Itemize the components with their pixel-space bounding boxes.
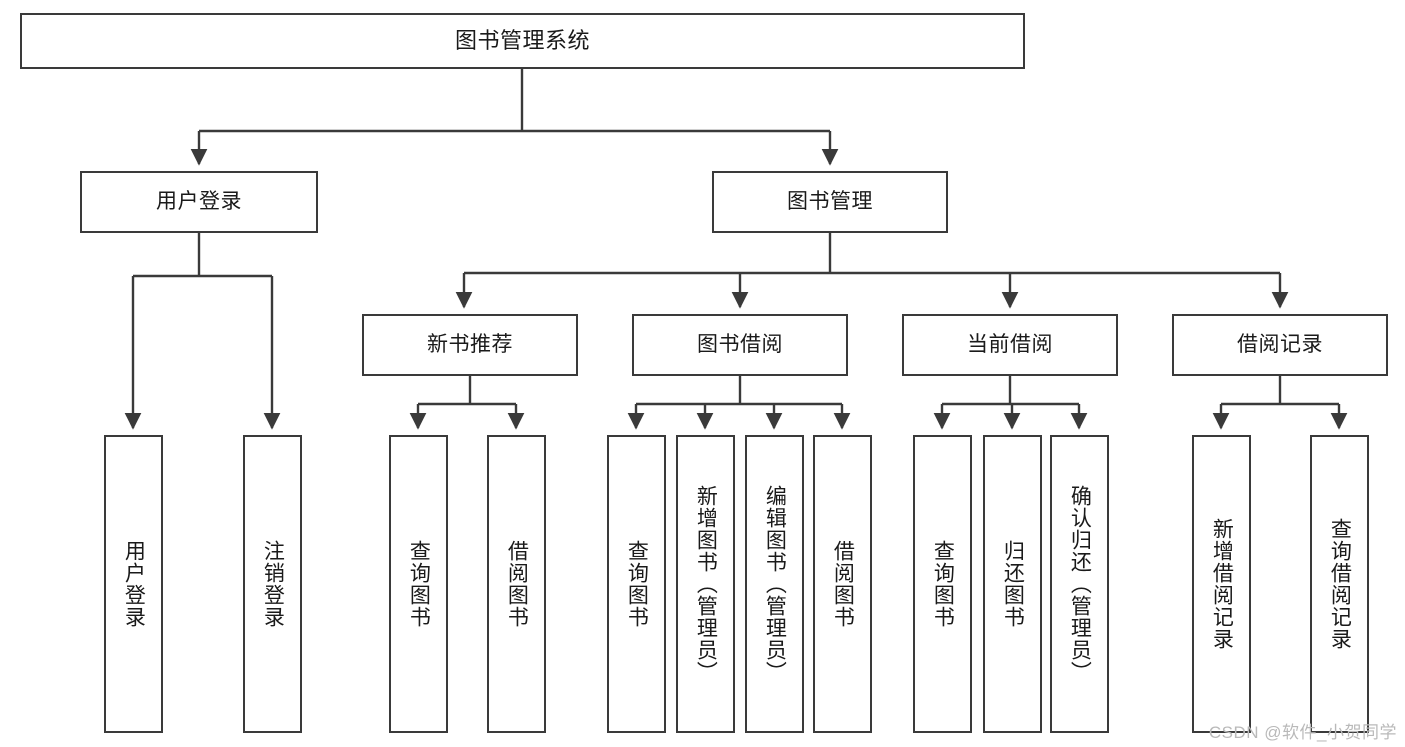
leaf-logout-login[interactable]: 注销登录: [243, 435, 302, 733]
leaf-query-book-current[interactable]: 查询图书: [913, 435, 972, 733]
leaf-return-book[interactable]: 归还图书: [983, 435, 1042, 733]
leaf-borrow-book[interactable]: 借阅图书: [813, 435, 872, 733]
node-book-borrow[interactable]: 图书借阅: [632, 314, 848, 376]
leaf-query-book-recommend[interactable]: 查询图书: [389, 435, 448, 733]
leaf-add-borrow-record[interactable]: 新增借阅记录: [1192, 435, 1251, 733]
leaf-user-login[interactable]: 用户登录: [104, 435, 163, 733]
leaf-confirm-return-admin[interactable]: 确认归还（管理员）: [1050, 435, 1109, 733]
leaf-query-borrow-record[interactable]: 查询借阅记录: [1310, 435, 1369, 733]
leaf-query-book-borrow[interactable]: 查询图书: [607, 435, 666, 733]
leaf-edit-book-admin[interactable]: 编辑图书（管理员）: [745, 435, 804, 733]
leaf-borrow-book-recommend[interactable]: 借阅图书: [487, 435, 546, 733]
node-borrow-record[interactable]: 借阅记录: [1172, 314, 1388, 376]
node-current-borrow[interactable]: 当前借阅: [902, 314, 1118, 376]
node-new-book-recommend[interactable]: 新书推荐: [362, 314, 578, 376]
csdn-watermark: CSDN @软件_小贺同学: [1208, 723, 1397, 742]
node-root[interactable]: 图书管理系统: [20, 13, 1025, 69]
node-user-login[interactable]: 用户登录: [80, 171, 318, 233]
leaf-add-book-admin[interactable]: 新增图书（管理员）: [676, 435, 735, 733]
node-book-manage[interactable]: 图书管理: [712, 171, 948, 233]
